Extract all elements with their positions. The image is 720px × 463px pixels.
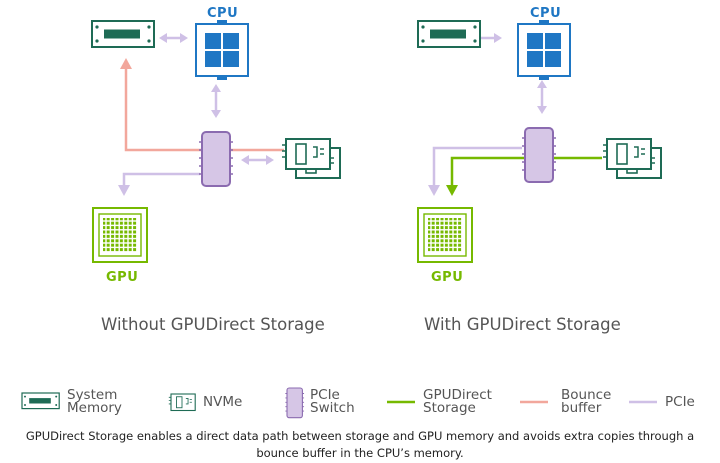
cpu-label-left: CPU (207, 6, 239, 21)
legend-nvme-label: NVMe (203, 394, 243, 410)
system-memory-icon (91, 20, 155, 48)
right-diagram (417, 19, 662, 263)
description-line2: bounce buffer in the CPU’s memory. (256, 446, 464, 460)
pcie-arrowhead-right-gpu (428, 185, 440, 196)
legend-bounce-line1: Bounce (561, 387, 612, 403)
legend-system-memory-line1: System (67, 387, 118, 403)
legend-gpudirect-label: GPUDirect Storage (423, 387, 492, 416)
legend-pcie-label: PCIe (665, 394, 695, 410)
legend-pcie-switch-line1: PCIe (310, 387, 340, 403)
legend-pcie-switch-line2: Switch (310, 400, 355, 416)
description-line1: GPUDirect Storage enables a direct data … (25, 429, 695, 443)
gpu-label-right: GPU (431, 270, 464, 285)
pcie-switch-icon-right (521, 127, 557, 183)
nvme-drive-icon (281, 138, 331, 170)
gpu-chip-icon (92, 207, 148, 263)
legend-icons (21, 387, 657, 419)
legend-nvme-drive-icon (168, 393, 196, 412)
pcie-double-arrow-switch-nvme (241, 155, 274, 165)
pcie-double-arrow-cpu-switch (211, 84, 221, 118)
left-diagram (91, 19, 341, 263)
legend-gpudirect-line2: Storage (423, 400, 476, 416)
system-memory-icon-right (417, 20, 481, 48)
cpu-chip-icon-right (517, 19, 571, 81)
gpu-label-left: GPU (106, 270, 139, 285)
cpu-chip-icon (195, 19, 249, 81)
bounce-arrowhead-left (120, 58, 132, 69)
legend-bounce-label: Bounce buffer (561, 387, 612, 416)
legend-memory-module-icon (21, 392, 60, 410)
legend-system-memory-line2: Memory (67, 400, 122, 416)
caption-without-gds: Without GPUDirect Storage (101, 315, 325, 334)
legend-pcie-switch-icon (284, 387, 305, 419)
nvme-drive-icon-right (602, 138, 652, 170)
pcie-arrowhead-left-gpu (118, 185, 130, 196)
legend-gpudirect-line1: GPUDirect (423, 387, 492, 403)
cpu-label-right: CPU (530, 6, 562, 21)
legend-bounce-line2: buffer (561, 400, 602, 416)
pcie-path-left (122, 172, 200, 190)
legend-system-memory-label: System Memory (67, 387, 122, 416)
pcie-double-arrow-mem-cpu (159, 33, 188, 43)
pcie-switch-icon (198, 131, 234, 187)
figure-description: GPUDirect Storage enables a direct data … (10, 428, 710, 462)
gpudirect-arrowhead (446, 185, 458, 196)
gpu-chip-icon-right (417, 207, 473, 263)
legend-pcie-switch-label: PCIe Switch (310, 387, 355, 416)
pcie-path-right (432, 146, 522, 190)
caption-with-gds: With GPUDirect Storage (424, 315, 621, 334)
pcie-double-arrow-cpu-switch-right (537, 80, 547, 114)
